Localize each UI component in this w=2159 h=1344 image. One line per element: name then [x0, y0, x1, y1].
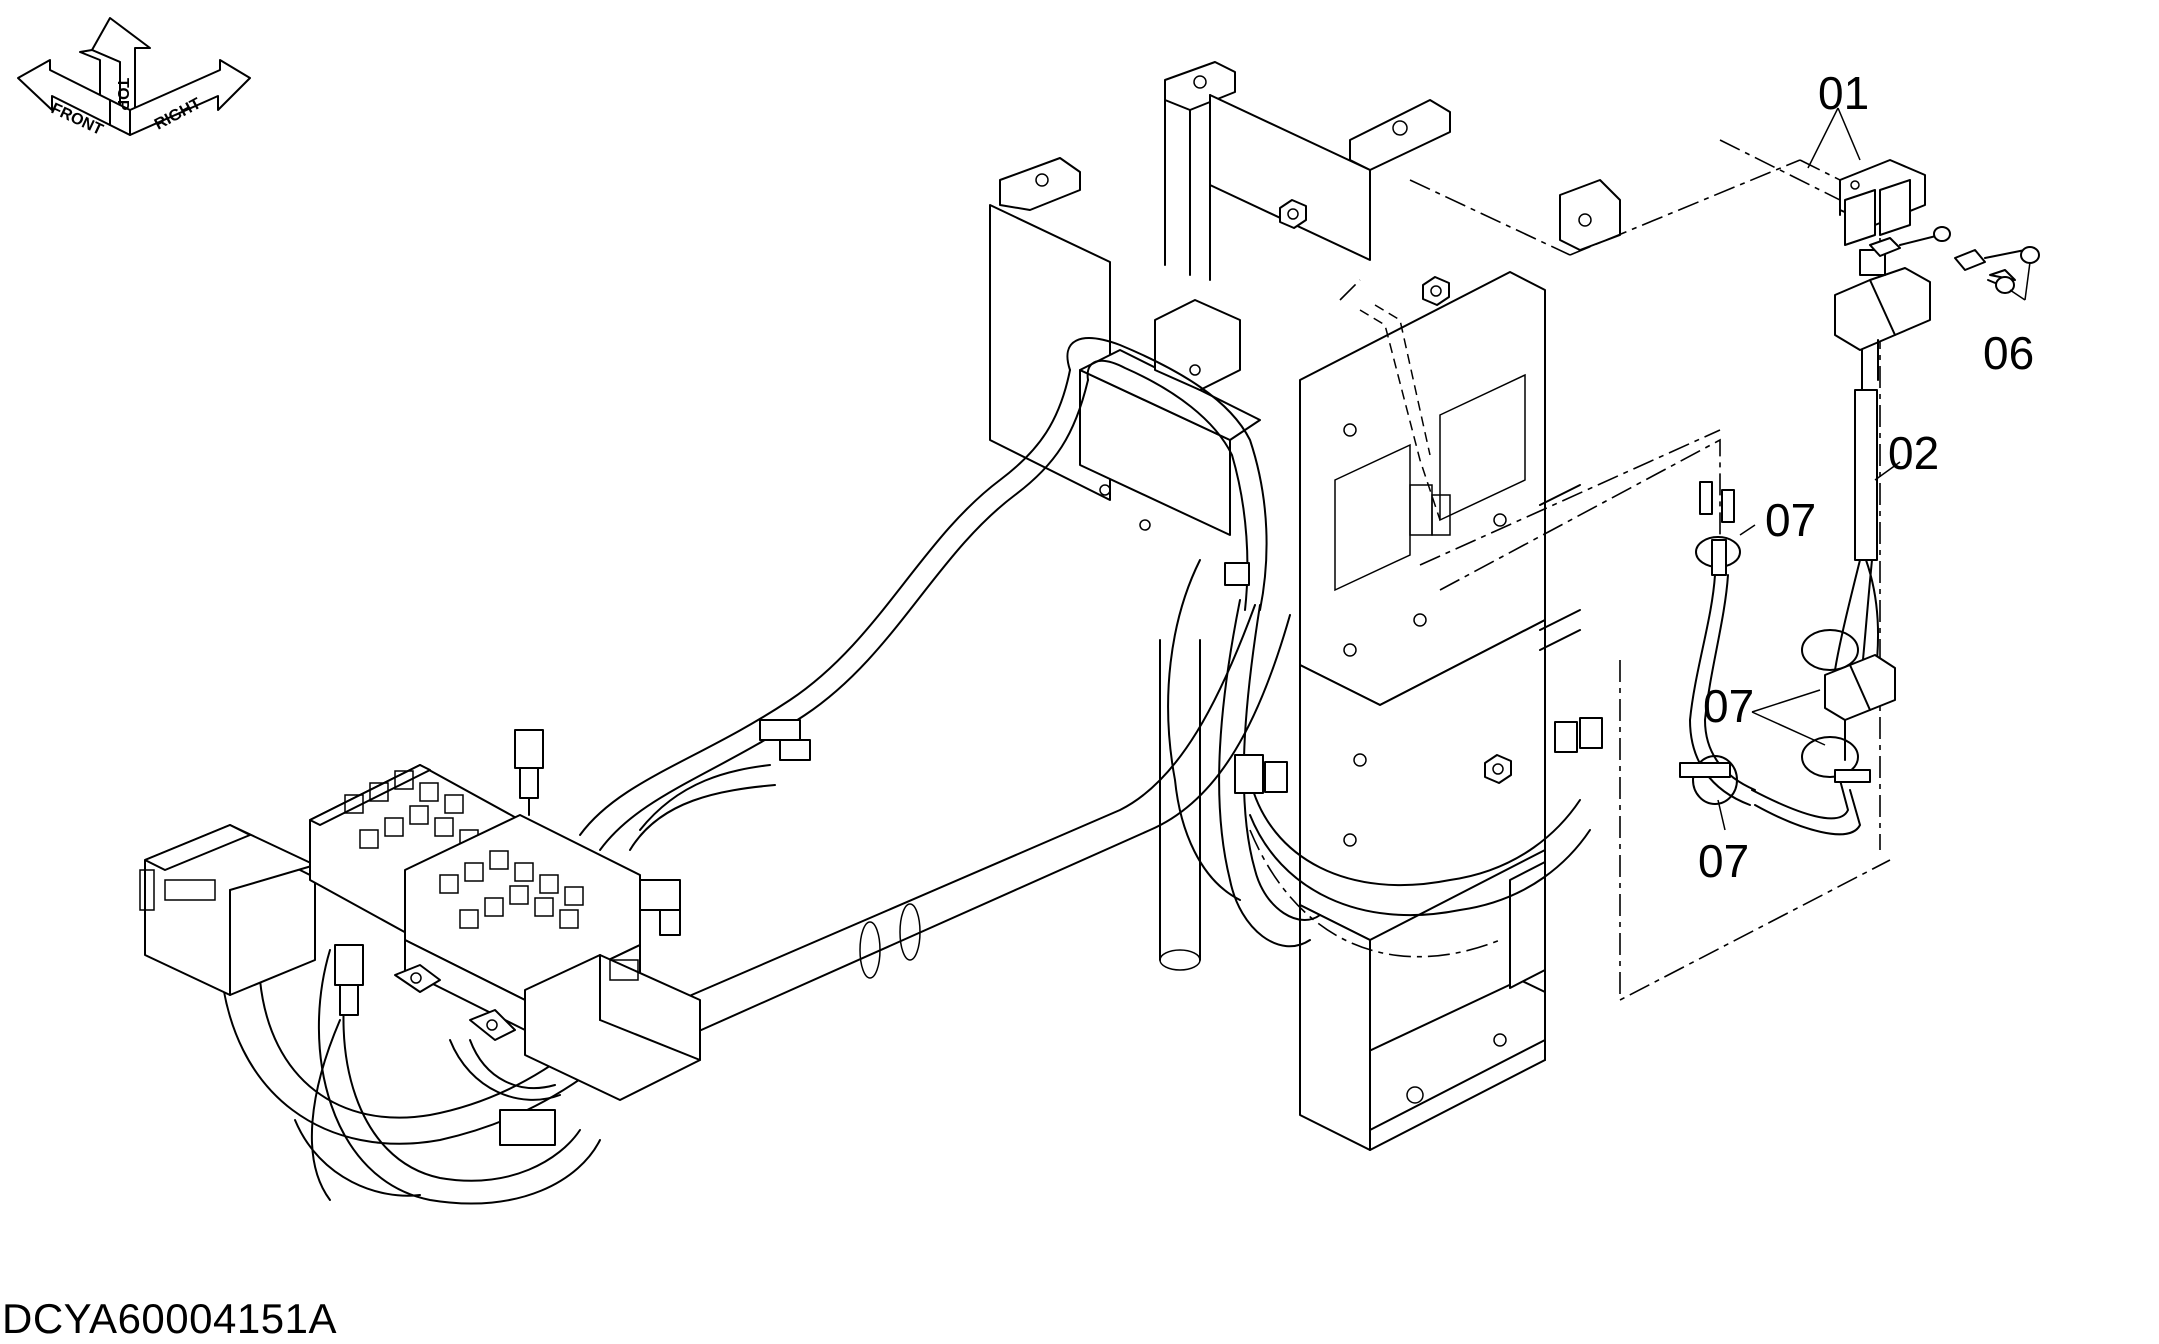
- callout-07-upper: 07: [1765, 494, 1817, 546]
- small-connector: [499, 1109, 556, 1146]
- fuse-box: [309, 764, 641, 1041]
- small-connector: [1224, 562, 1250, 586]
- callout-07-lower: 07: [1698, 835, 1750, 887]
- relay-connector-block-left: [139, 824, 361, 996]
- orientation-top-label: TOP: [114, 78, 131, 111]
- hex-nut: [1484, 754, 1512, 784]
- fuse-slot-row: [439, 850, 584, 929]
- relay-bracket-part-01: [1839, 159, 1926, 246]
- wire-clamp-07: [1679, 755, 1738, 805]
- small-connector: [1234, 754, 1288, 794]
- orientation-icon: TOP FRONT RIGHT: [17, 17, 251, 139]
- relay-part-02: [1824, 249, 1931, 761]
- hex-nut: [1422, 276, 1450, 306]
- relay-connector-lower: [524, 954, 701, 1101]
- screw-06: [1869, 226, 1951, 257]
- callout-02: 02: [1888, 427, 1940, 479]
- hex-nut: [1279, 199, 1307, 229]
- small-connector: [334, 944, 364, 1016]
- callout-06: 06: [1983, 327, 2035, 379]
- mounting-frame: [989, 61, 1621, 1151]
- callout-07-middle: 07: [1703, 680, 1755, 732]
- screw-06: [1987, 269, 2016, 294]
- relay-bracket: [1079, 299, 1261, 536]
- callout-leaders: [1717, 107, 2031, 831]
- small-connector: [639, 879, 681, 936]
- small-connector: [759, 719, 811, 761]
- screw-06: [1954, 246, 2040, 271]
- drawing-code: DCYA60004151A: [2, 1295, 337, 1342]
- small-connector: [1554, 717, 1603, 753]
- small-connector: [514, 729, 544, 816]
- callout-01: 01: [1818, 67, 1870, 119]
- wire-clamp-07: [1751, 629, 1871, 836]
